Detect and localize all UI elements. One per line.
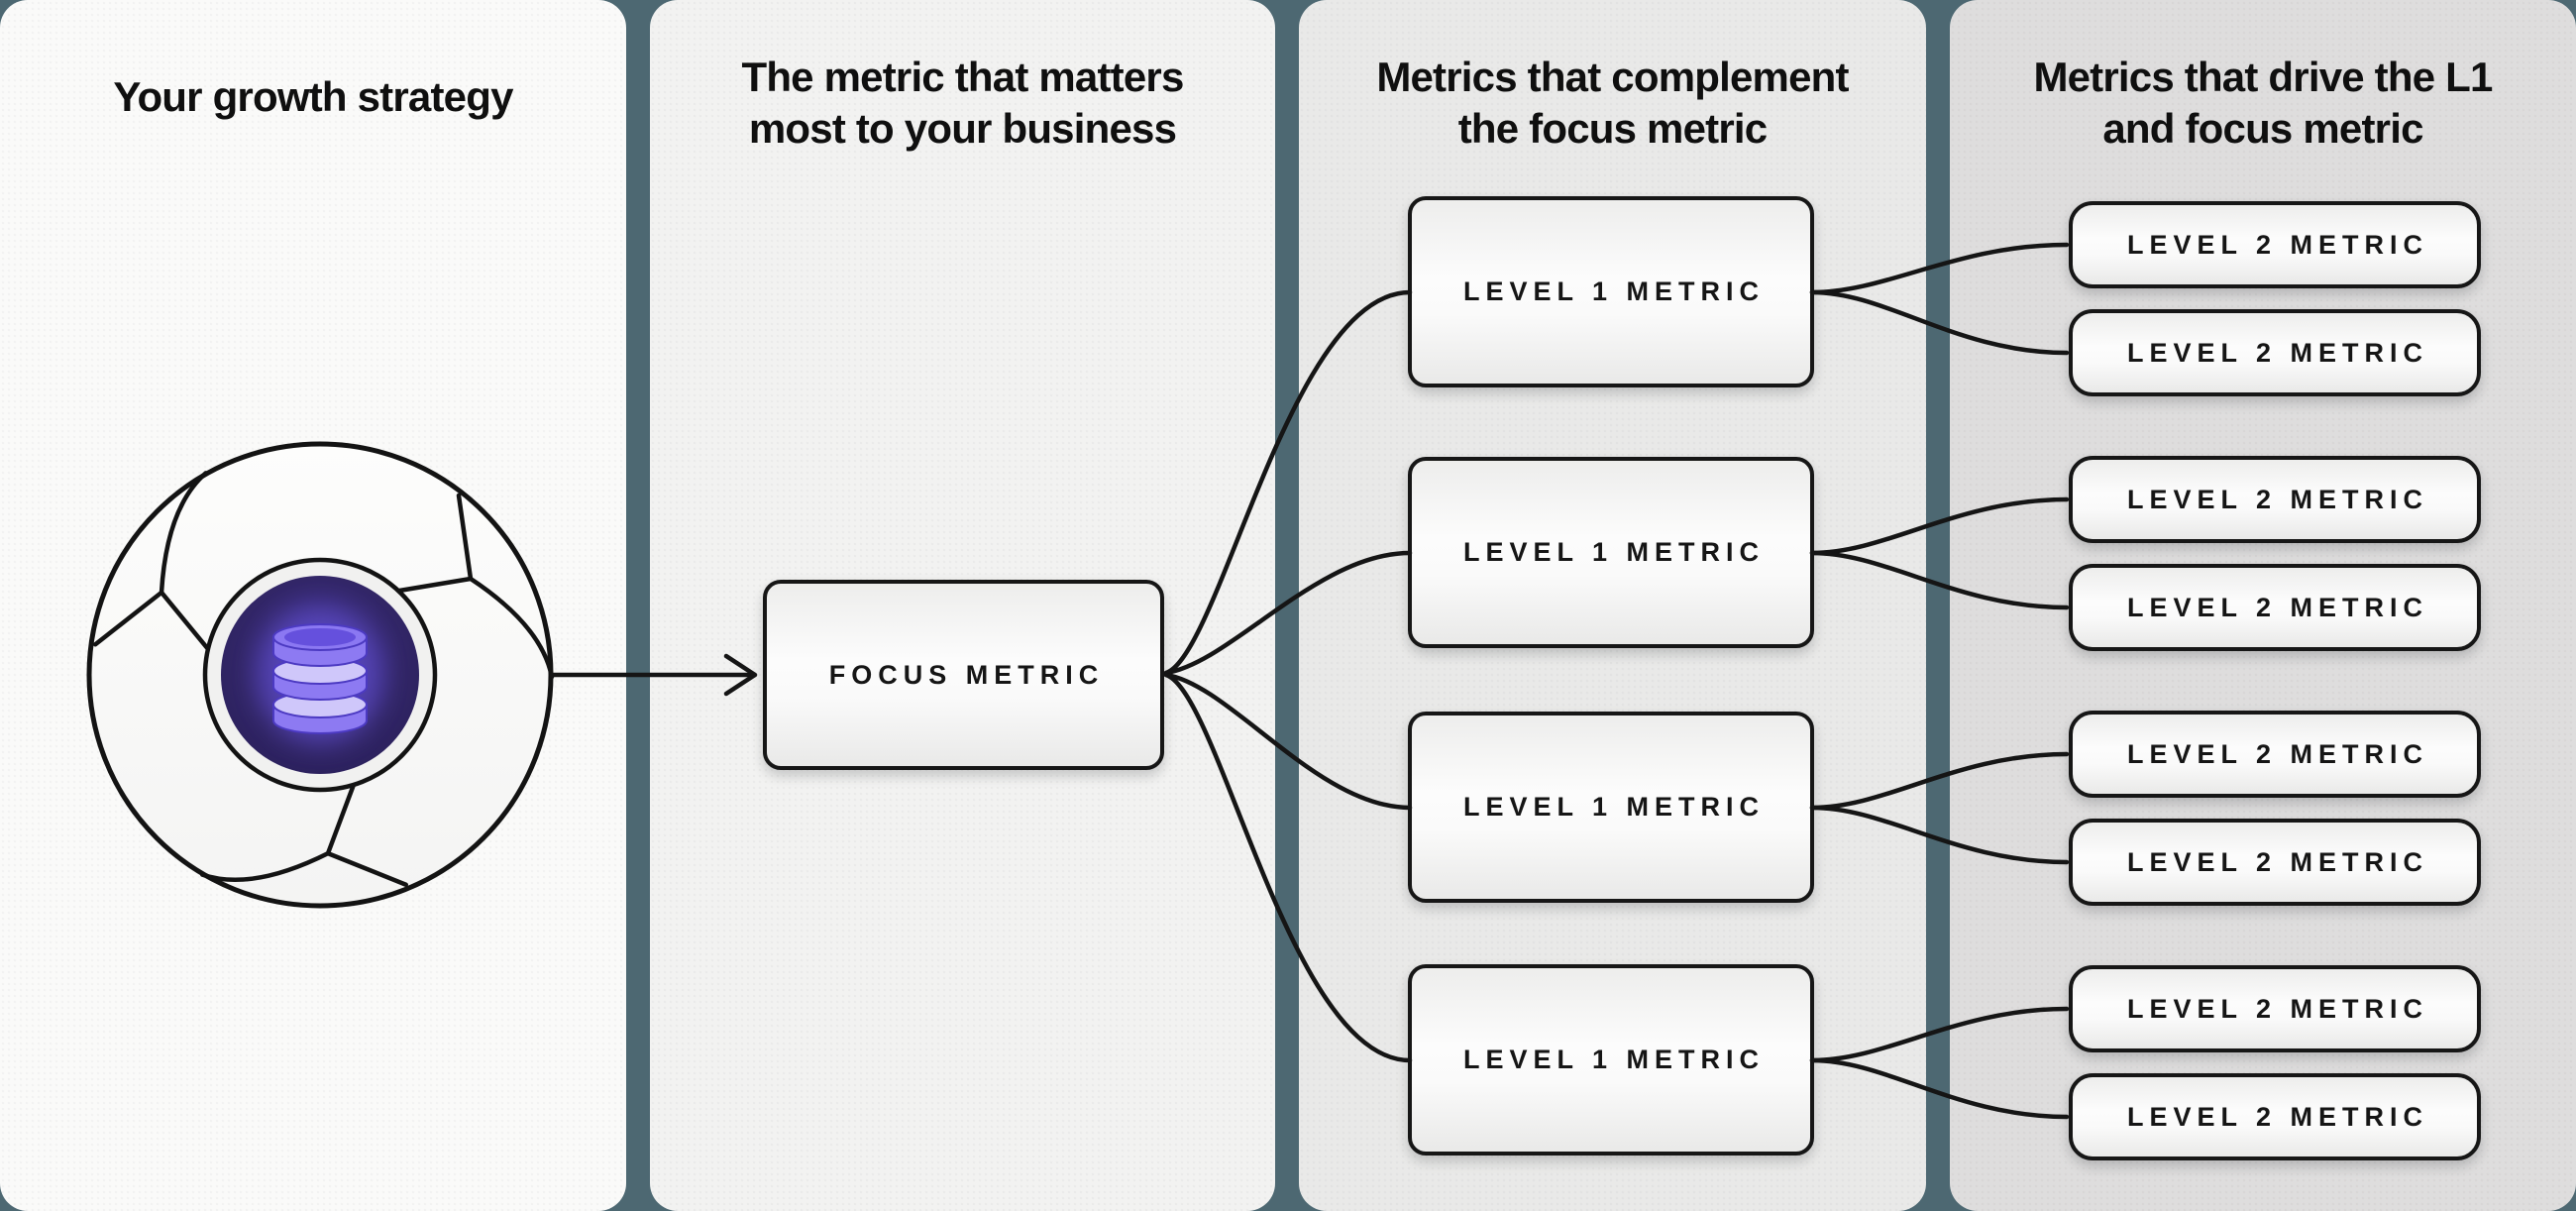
panel-title-line: most to your business [748, 105, 1177, 152]
level-2-metric-label: LEVEL 2 METRIC [2126, 1101, 2429, 1132]
flywheel-icon [86, 441, 555, 909]
level-2-metric-label: LEVEL 2 METRIC [2126, 846, 2429, 877]
panel-title-line: Metrics that complement [1376, 54, 1849, 100]
panel-title-line: Metrics that drive the L1 [2033, 54, 2493, 100]
level-1-metric-box: LEVEL 1 METRIC [1408, 457, 1814, 648]
level-1-metric-label: LEVEL 1 METRIC [1462, 537, 1766, 567]
panel-title-level-1: Metrics that complement the focus metric [1299, 52, 1926, 155]
database-icon [257, 606, 383, 744]
level-2-metric-label: LEVEL 2 METRIC [2126, 993, 2429, 1024]
panel-title-level-2: Metrics that drive the L1 and focus metr… [1950, 52, 2576, 155]
level-1-metric-box: LEVEL 1 METRIC [1408, 964, 1814, 1156]
level-2-metric-box: LEVEL 2 METRIC [2069, 965, 2481, 1052]
level-2-metric-box: LEVEL 2 METRIC [2069, 456, 2481, 543]
level-1-metric-label: LEVEL 1 METRIC [1462, 276, 1766, 306]
level-2-metric-label: LEVEL 2 METRIC [2126, 738, 2429, 769]
level-2-metric-box: LEVEL 2 METRIC [2069, 564, 2481, 651]
level-2-metric-box: LEVEL 2 METRIC [2069, 1073, 2481, 1160]
panel-title-line: and focus metric [2102, 105, 2423, 152]
level-2-metric-box: LEVEL 2 METRIC [2069, 819, 2481, 906]
focus-metric-label: FOCUS METRIC [828, 659, 1105, 690]
panel-title-line: the focus metric [1457, 105, 1768, 152]
panel-title-line: The metric that matters [741, 54, 1184, 100]
panel-title-line: Your growth strategy [113, 73, 513, 120]
level-1-metric-label: LEVEL 1 METRIC [1462, 1045, 1766, 1074]
level-2-metric-label: LEVEL 2 METRIC [2126, 484, 2429, 514]
level-2-metric-box: LEVEL 2 METRIC [2069, 711, 2481, 798]
level-1-metric-box: LEVEL 1 METRIC [1408, 196, 1814, 387]
focus-metric-box: FOCUS METRIC [763, 580, 1164, 770]
panel-title-focus-metric: The metric that matters most to your bus… [650, 52, 1275, 155]
level-2-metric-box: LEVEL 2 METRIC [2069, 201, 2481, 288]
level-2-metric-label: LEVEL 2 METRIC [2126, 592, 2429, 622]
level-2-metric-label: LEVEL 2 METRIC [2126, 337, 2429, 368]
level-2-metric-box: LEVEL 2 METRIC [2069, 309, 2481, 396]
level-2-metric-label: LEVEL 2 METRIC [2126, 229, 2429, 260]
level-1-metric-label: LEVEL 1 METRIC [1462, 792, 1766, 822]
flywheel-blades [92, 471, 555, 887]
panel-title-growth-strategy: Your growth strategy [0, 71, 626, 123]
level-1-metric-box: LEVEL 1 METRIC [1408, 712, 1814, 903]
